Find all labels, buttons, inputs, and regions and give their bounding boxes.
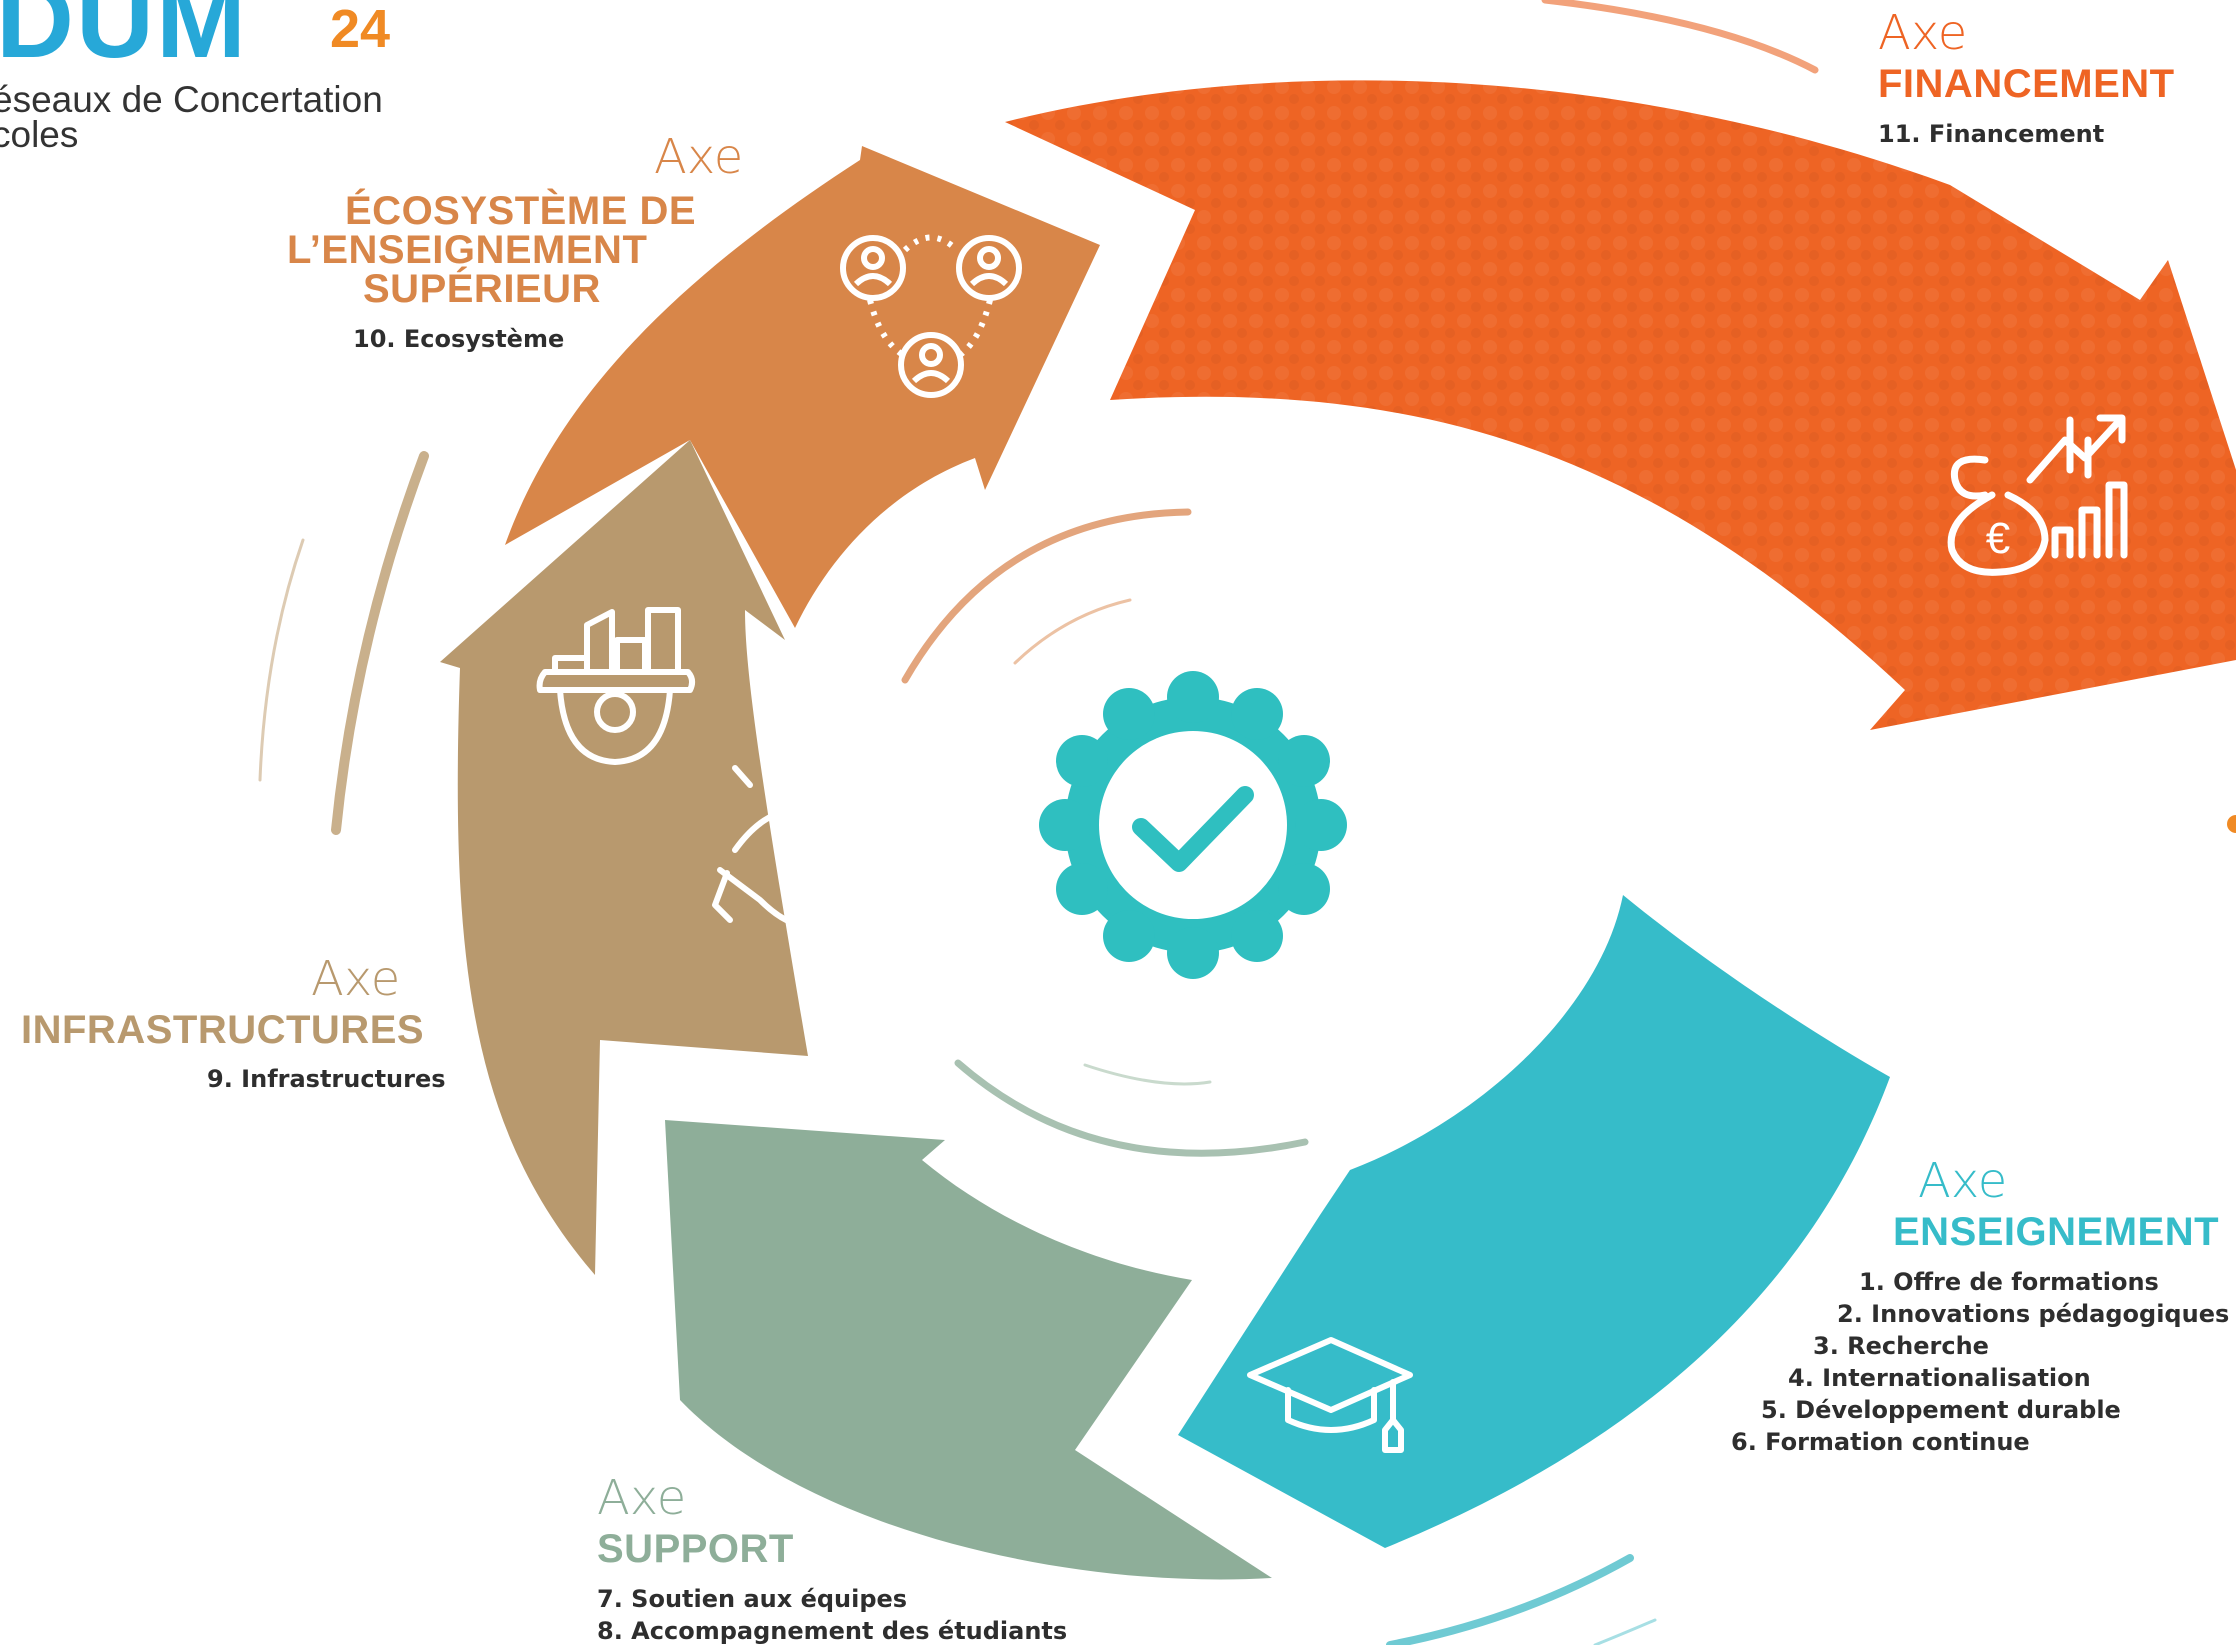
- quality-badge-check-icon: [1039, 671, 1347, 979]
- handshake-icon: [712, 737, 878, 938]
- logo-year: 24: [330, 0, 391, 59]
- financement-item: 11. Financement: [1878, 120, 2105, 148]
- enseignement-arrow: [1178, 895, 1890, 1548]
- ecosysteme-title-line1: ÉCOSYSTÈME DE: [345, 189, 697, 233]
- enseignement-title: ENSEIGNEMENT: [1893, 1210, 2220, 1254]
- infrastructures-axe-label: Axe: [311, 951, 401, 1007]
- ecosysteme-axe-label: Axe: [654, 129, 744, 185]
- ecosysteme-title-line2: L’ENSEIGNEMENT: [287, 228, 648, 272]
- ecosysteme-arrow: [505, 146, 1100, 628]
- network-people-icon: [840, 234, 1022, 398]
- infrastructures-title: INFRASTRUCTURES: [21, 1008, 425, 1052]
- infrastructures-item: 9. Infrastructures: [207, 1065, 446, 1093]
- financement-axe-label: Axe: [1878, 5, 1968, 61]
- enseignement-item-4: 4. Internationalisation: [1788, 1364, 2091, 1392]
- enseignement-item-5: 5. Développement durable: [1761, 1396, 2121, 1424]
- graduation-cap-icon: [1247, 1337, 1413, 1453]
- financement-arrow: [1005, 80, 2236, 730]
- support-item-2: 8. Accompagnement des étudiants: [597, 1617, 1068, 1645]
- support-title: SUPPORT: [597, 1527, 794, 1571]
- logo-subtitle-line2: coles: [0, 114, 79, 155]
- financement-title: FINANCEMENT: [1878, 62, 2175, 106]
- ecosysteme-title-line3: SUPÉRIEUR: [363, 267, 601, 311]
- enseignement-item-6: 6. Formation continue: [1731, 1428, 2030, 1456]
- support-item-1: 7. Soutien aux équipes: [597, 1585, 908, 1613]
- ecosysteme-item: 10. Ecosystème: [353, 325, 565, 353]
- enseignement-item-2: 2. Innovations pédagogiques: [1837, 1300, 2230, 1328]
- enseignement-item-1: 1. Offre de formations: [1859, 1268, 2159, 1296]
- support-axe-label: Axe: [597, 1470, 687, 1526]
- decorative-arcs: [258, 0, 1819, 1645]
- svg-text:€: €: [1986, 514, 2010, 563]
- money-bag-growth-icon: €: [1947, 414, 2128, 576]
- buildings-gear-icon: [536, 607, 696, 765]
- infrastructures-arrow: [440, 440, 808, 1275]
- enseignement-axe-label: Axe: [1918, 1153, 2008, 1209]
- logo-subtitle-line1: éseaux de Concertation: [0, 79, 383, 120]
- edge-marker: [2227, 815, 2236, 833]
- logo-title: IDUM: [0, 0, 248, 80]
- support-arrow: [665, 1120, 1272, 1580]
- enseignement-item-3: 3. Recherche: [1813, 1332, 1989, 1360]
